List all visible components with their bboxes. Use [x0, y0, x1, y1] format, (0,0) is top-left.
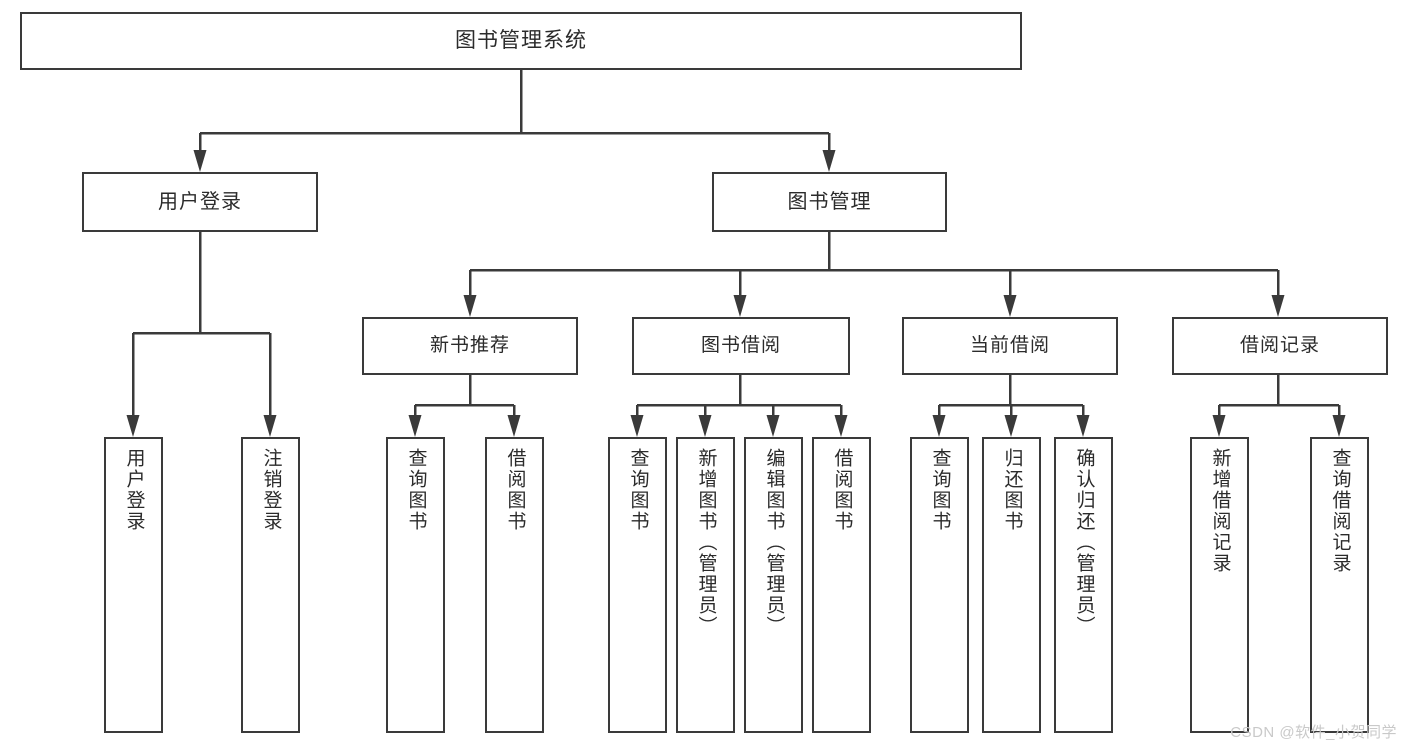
node-leaf-query-book-current[interactable]: 查询图书: [910, 437, 969, 733]
arrowhead-root-to-lvl2-0: [193, 150, 207, 172]
node-current-borrow-label: 当前借阅: [969, 335, 1050, 357]
node-leaf-user-logout-label: 注销登录: [260, 448, 282, 532]
arrowhead-book-borrow-to-leaves-3: [834, 415, 848, 437]
node-new-book-rec[interactable]: 新书推荐: [362, 317, 578, 375]
node-root-system-label: 图书管理系统: [455, 28, 587, 52]
arrowhead-borrow-record-to-leaves-1: [1332, 415, 1346, 437]
node-new-book-rec-label: 新书推荐: [429, 335, 510, 357]
node-book-manage[interactable]: 图书管理: [712, 172, 947, 232]
node-user-login[interactable]: 用户登录: [82, 172, 318, 232]
node-leaf-add-book-label: 新增图书（管理员）: [695, 448, 717, 637]
node-borrow-record[interactable]: 借阅记录: [1172, 317, 1388, 375]
node-leaf-edit-book[interactable]: 编辑图书（管理员）: [744, 437, 803, 733]
node-leaf-add-borrow-record[interactable]: 新增借阅记录: [1190, 437, 1249, 733]
arrowhead-user-login-to-leaves-1: [263, 415, 277, 437]
node-current-borrow[interactable]: 当前借阅: [902, 317, 1118, 375]
node-leaf-return-book-label: 归还图书: [1001, 448, 1023, 532]
arrowhead-current-borrow-to-leaves-1: [1004, 415, 1018, 437]
node-leaf-user-login-label: 用户登录: [123, 448, 145, 532]
arrowhead-current-borrow-to-leaves-2: [1076, 415, 1090, 437]
node-leaf-user-login[interactable]: 用户登录: [104, 437, 163, 733]
arrowhead-borrow-record-to-leaves-0: [1212, 415, 1226, 437]
node-leaf-query-book-rec-label: 查询图书: [405, 448, 427, 532]
arrowhead-book-borrow-to-leaves-1: [698, 415, 712, 437]
arrowhead-user-login-to-leaves-0: [126, 415, 140, 437]
arrowhead-book-borrow-to-leaves-2: [766, 415, 780, 437]
node-leaf-borrow-book-rec[interactable]: 借阅图书: [485, 437, 544, 733]
arrowhead-book-manage-to-lvl3-3: [1271, 295, 1285, 317]
node-leaf-borrow-book[interactable]: 借阅图书: [812, 437, 871, 733]
arrowhead-new-book-rec-to-leaves-0: [408, 415, 422, 437]
node-leaf-borrow-book-rec-label: 借阅图书: [504, 448, 526, 532]
arrowhead-current-borrow-to-leaves-0: [932, 415, 946, 437]
node-root-system[interactable]: 图书管理系统: [20, 12, 1022, 70]
node-leaf-query-book-borrow[interactable]: 查询图书: [608, 437, 667, 733]
node-leaf-borrow-book-label: 借阅图书: [831, 448, 853, 532]
arrowhead-book-manage-to-lvl3-0: [463, 295, 477, 317]
node-leaf-confirm-return-label: 确认归还（管理员）: [1073, 448, 1095, 637]
arrowhead-book-manage-to-lvl3-1: [733, 295, 747, 317]
node-leaf-query-borrow-record-label: 查询借阅记录: [1329, 448, 1351, 574]
node-borrow-record-label: 借阅记录: [1239, 335, 1320, 357]
node-book-borrow-label: 图书借阅: [700, 335, 781, 357]
node-user-login-label: 用户登录: [158, 190, 242, 213]
node-leaf-query-borrow-record[interactable]: 查询借阅记录: [1310, 437, 1369, 733]
csdn-watermark: CSDN @软件_小贺同学: [1230, 724, 1397, 741]
node-leaf-edit-book-label: 编辑图书（管理员）: [763, 448, 785, 637]
node-leaf-query-book-borrow-label: 查询图书: [627, 448, 649, 532]
node-leaf-query-book-current-label: 查询图书: [929, 448, 951, 532]
arrowhead-book-manage-to-lvl3-2: [1003, 295, 1017, 317]
arrowhead-book-borrow-to-leaves-0: [630, 415, 644, 437]
node-leaf-query-book-rec[interactable]: 查询图书: [386, 437, 445, 733]
node-book-borrow[interactable]: 图书借阅: [632, 317, 850, 375]
node-book-manage-label: 图书管理: [787, 190, 872, 213]
arrowhead-root-to-lvl2-1: [822, 150, 836, 172]
node-leaf-add-book[interactable]: 新增图书（管理员）: [676, 437, 735, 733]
node-leaf-user-logout[interactable]: 注销登录: [241, 437, 300, 733]
arrowhead-new-book-rec-to-leaves-1: [507, 415, 521, 437]
node-leaf-return-book[interactable]: 归还图书: [982, 437, 1041, 733]
node-leaf-add-borrow-record-label: 新增借阅记录: [1209, 448, 1231, 574]
node-leaf-confirm-return[interactable]: 确认归还（管理员）: [1054, 437, 1113, 733]
